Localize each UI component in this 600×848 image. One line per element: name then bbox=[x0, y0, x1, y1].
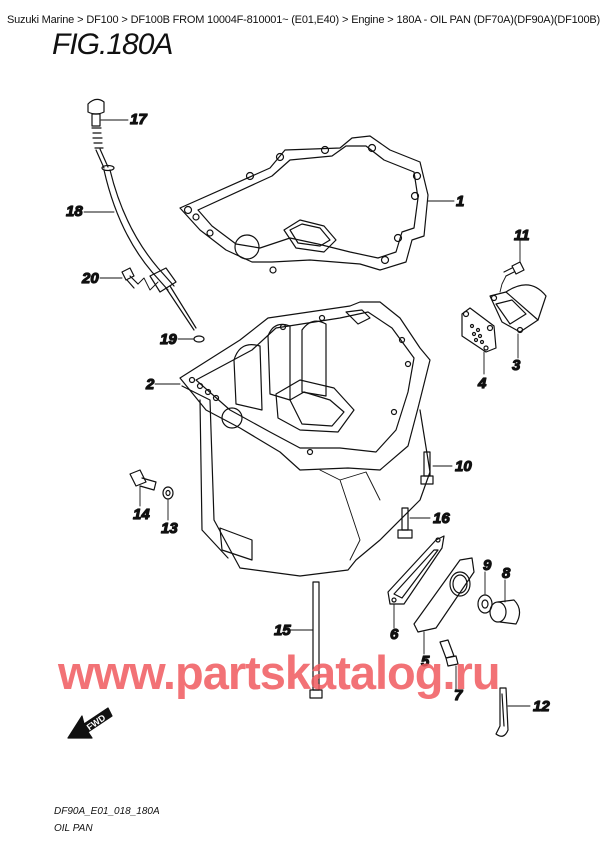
part-19-o-ring[interactable] bbox=[177, 335, 205, 343]
part-1-oil-pan-gasket[interactable] bbox=[179, 135, 455, 274]
part-3-cover[interactable] bbox=[489, 284, 547, 359]
part-16-bolt[interactable] bbox=[397, 507, 431, 539]
part-17-oil-level-gauge[interactable] bbox=[87, 98, 129, 169]
callout-8[interactable]: 8 bbox=[501, 564, 511, 582]
figure-code: DF90A_E01_018_180A bbox=[54, 806, 160, 817]
callout-10[interactable]: 10 bbox=[454, 457, 473, 475]
part-12-clip[interactable] bbox=[495, 687, 531, 737]
callout-16[interactable]: 16 bbox=[432, 509, 451, 527]
part-11-bolt[interactable] bbox=[499, 239, 525, 293]
part-13-washer[interactable] bbox=[162, 486, 174, 521]
callout-12[interactable]: 12 bbox=[532, 697, 551, 715]
breadcrumb-item-model[interactable]: DF100 bbox=[86, 14, 119, 26]
part-15-long-bolt[interactable] bbox=[289, 581, 323, 699]
part-20-bolt[interactable] bbox=[99, 267, 159, 291]
callout-6[interactable]: 6 bbox=[389, 625, 399, 643]
forward-direction-arrow-icon: FWD bbox=[67, 707, 113, 739]
part-5-drain-cover[interactable] bbox=[413, 557, 475, 655]
callout-7[interactable]: 7 bbox=[453, 686, 463, 704]
callout-5[interactable]: 5 bbox=[420, 652, 430, 670]
part-14-plug[interactable] bbox=[129, 469, 157, 507]
callout-19[interactable]: 19 bbox=[159, 330, 178, 348]
callout-17[interactable]: 17 bbox=[129, 110, 148, 128]
figure-title: FIG.180A bbox=[52, 28, 173, 61]
breadcrumb-item-engine[interactable]: Engine bbox=[351, 14, 385, 26]
part-7-bolt[interactable] bbox=[439, 639, 459, 691]
part-9-gasket[interactable] bbox=[477, 571, 493, 614]
part-8-drain-plug[interactable] bbox=[489, 579, 521, 625]
callout-3[interactable]: 3 bbox=[511, 356, 521, 374]
callout-4[interactable]: 4 bbox=[476, 374, 487, 392]
callout-18[interactable]: 18 bbox=[65, 202, 84, 220]
callout-1[interactable]: 1 bbox=[455, 192, 465, 210]
breadcrumb-separator: > bbox=[77, 14, 84, 26]
figure-name: OIL PAN bbox=[54, 823, 93, 834]
part-18-oil-level-guide[interactable] bbox=[83, 164, 197, 331]
breadcrumb-separator: > bbox=[341, 14, 349, 26]
callout-15[interactable]: 15 bbox=[273, 621, 292, 639]
breadcrumb-item-section[interactable]: 180A - OIL PAN (DF70A)(DF90A)(DF100B) bbox=[396, 14, 600, 26]
part-2-oil-pan[interactable] bbox=[154, 301, 431, 577]
part-4-gasket[interactable] bbox=[461, 307, 497, 375]
callout-13[interactable]: 13 bbox=[160, 519, 179, 537]
callout-20[interactable]: 20 bbox=[80, 269, 100, 287]
breadcrumb: Suzuki Marine>DF100>DF100B FROM 10004F-8… bbox=[7, 14, 600, 26]
callout-11[interactable]: 11 bbox=[513, 226, 530, 244]
part-6-drain-cover-gasket[interactable] bbox=[387, 535, 445, 629]
breadcrumb-item-variant[interactable]: DF100B FROM 10004F-810001~ (E01,E40) bbox=[130, 14, 340, 26]
breadcrumb-separator: > bbox=[121, 14, 128, 26]
callout-14[interactable]: 14 bbox=[132, 505, 151, 523]
breadcrumb-item-brand[interactable]: Suzuki Marine bbox=[7, 14, 75, 26]
watermark: www.partskatalog.ru bbox=[58, 646, 501, 699]
callout-9[interactable]: 9 bbox=[482, 556, 492, 574]
part-10-bolt[interactable] bbox=[420, 451, 453, 485]
breadcrumb-separator: > bbox=[387, 14, 394, 26]
callout-2[interactable]: 2 bbox=[144, 375, 155, 393]
